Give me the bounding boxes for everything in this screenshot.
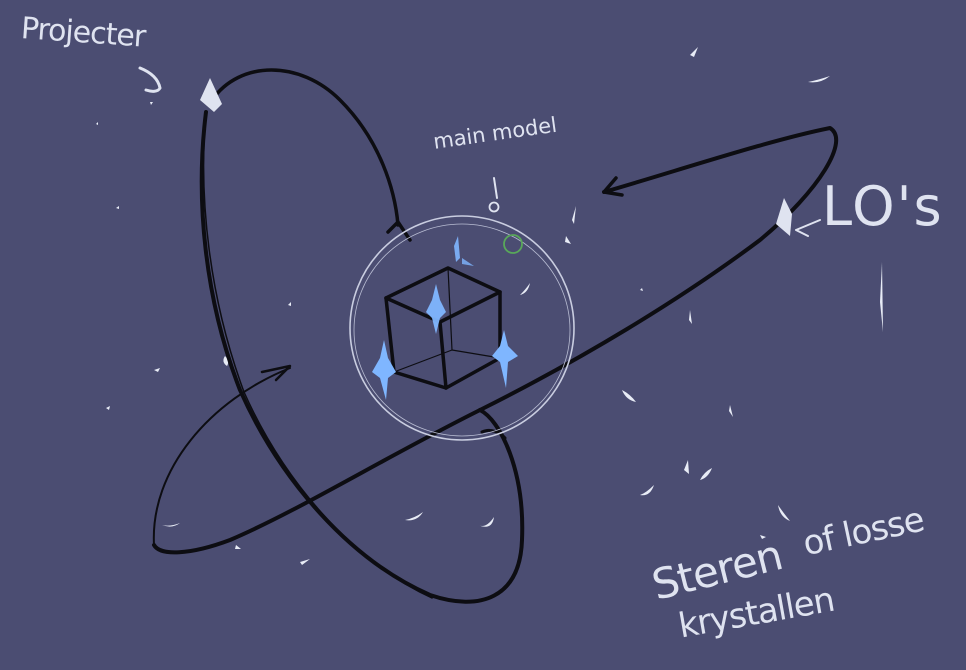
lo-icon	[776, 198, 792, 236]
lo-orbit	[152, 126, 839, 555]
main-model-pointer	[488, 177, 500, 213]
crystal-highlights	[372, 236, 518, 400]
label-los: LO's	[822, 175, 944, 238]
cube-model	[384, 266, 502, 390]
projector-orbit	[199, 68, 525, 604]
projector-pointer	[138, 66, 162, 93]
model-sphere-inner	[353, 223, 571, 437]
label-projector: Projecter	[19, 11, 147, 55]
model-sphere	[349, 215, 575, 441]
particle-flecks	[96, 47, 883, 565]
lo-pointer-arrow	[795, 219, 821, 237]
projector-icon	[200, 78, 222, 112]
green-marker	[503, 234, 523, 254]
